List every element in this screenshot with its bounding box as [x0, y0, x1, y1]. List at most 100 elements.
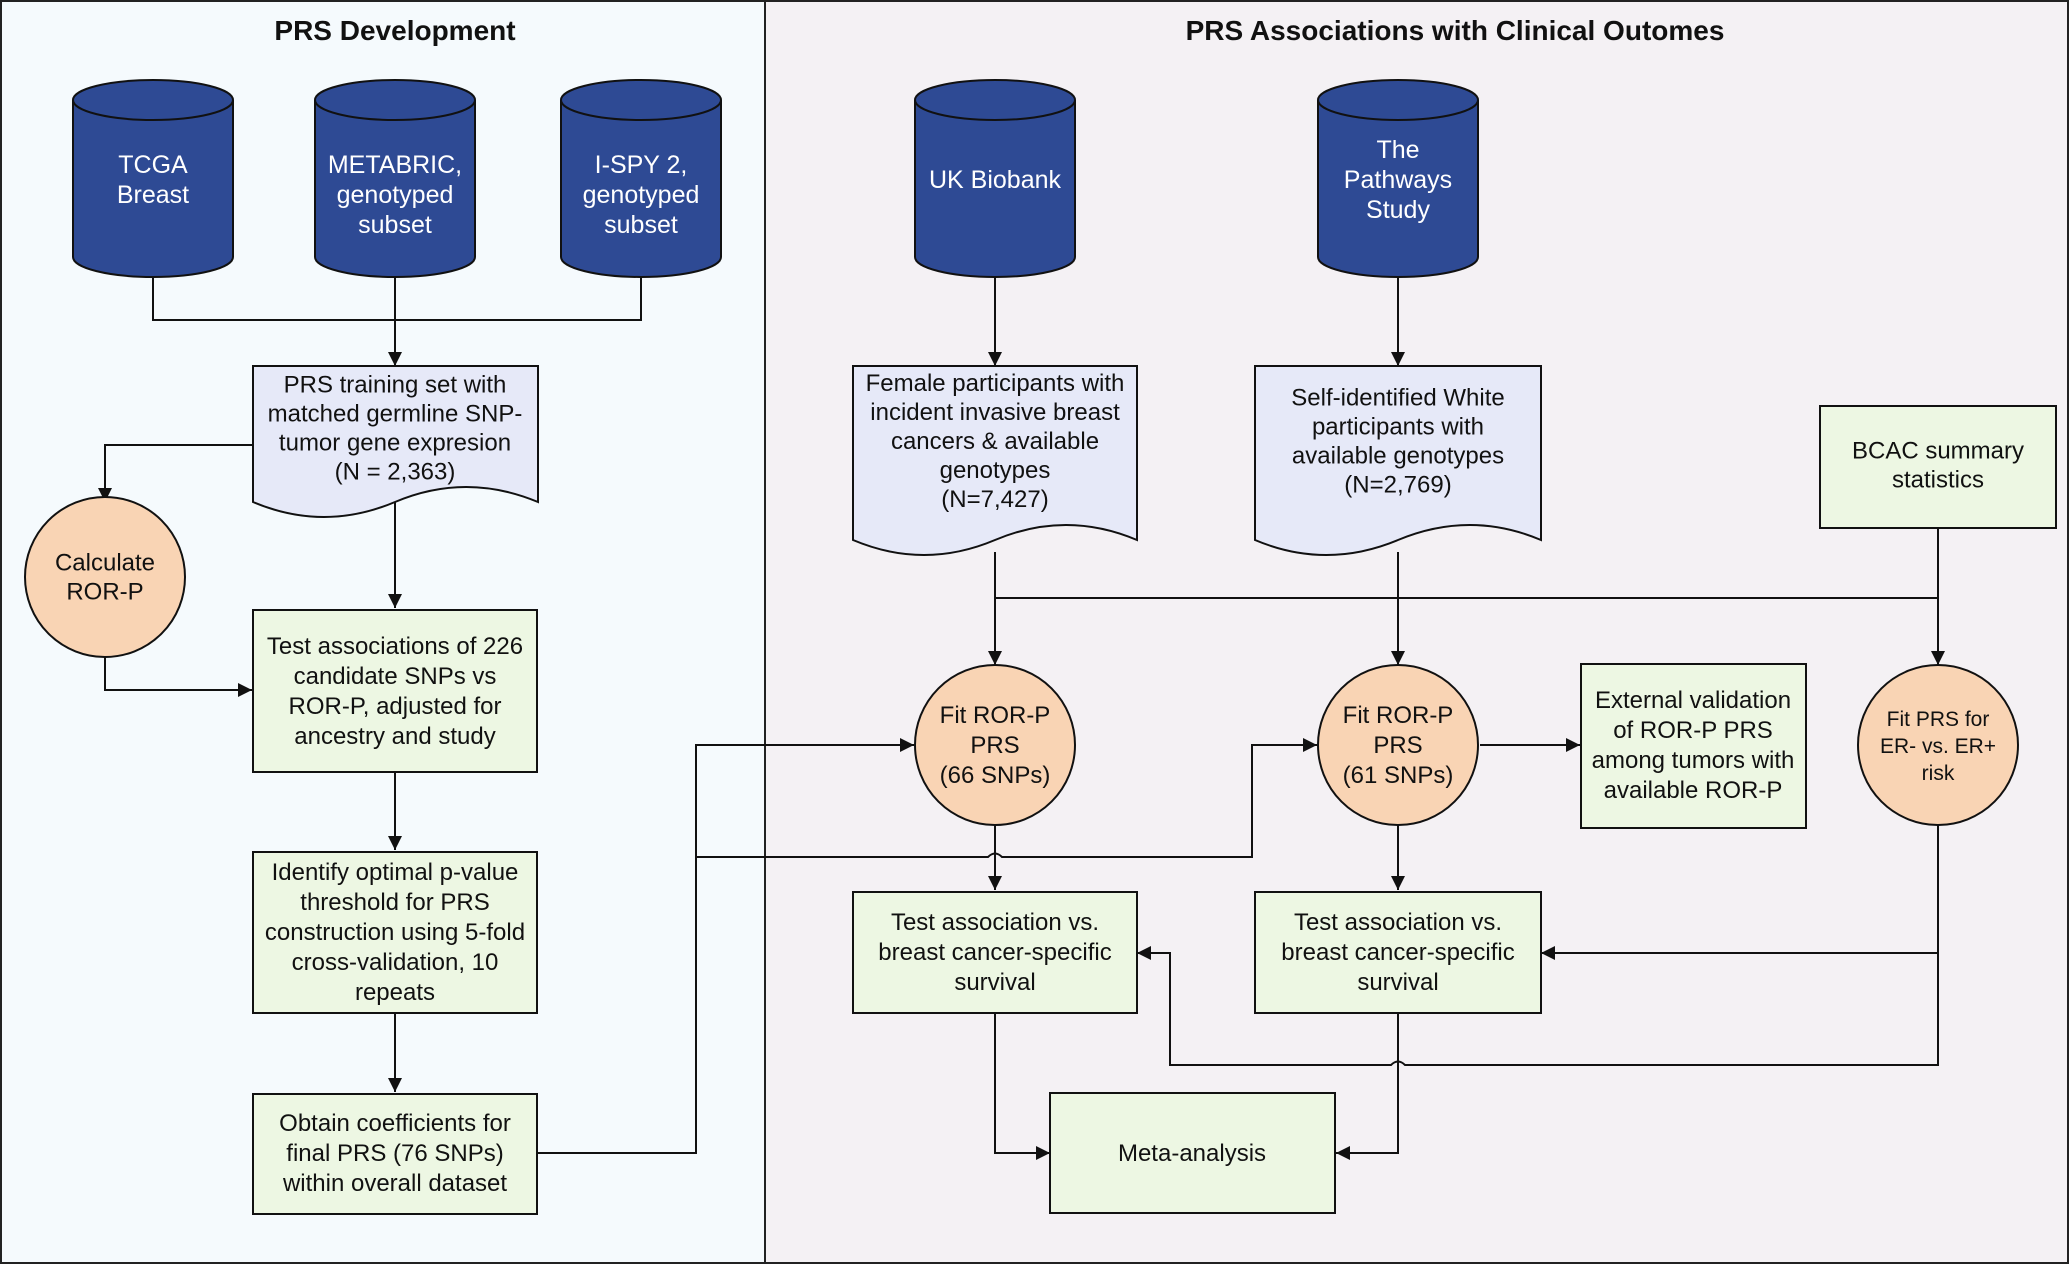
bcac-line: statistics: [1892, 467, 1984, 494]
female-line: genotypes: [940, 457, 1051, 484]
calc-rorp-line: Calculate: [55, 550, 155, 577]
test226-line: Test associations of 226: [267, 633, 523, 660]
uk-biobank-database: UK Biobank: [914, 79, 1076, 278]
edge-surv1-meta: [994, 1013, 1050, 1160]
obtain-line: Obtain coefficients for: [279, 1110, 511, 1137]
female-line: incident invasive breast: [870, 399, 1120, 426]
extval-line: of ROR-P PRS: [1613, 717, 1773, 744]
surv1-line: Test association vs.: [891, 909, 1099, 936]
fit66-line: (66 SNPs): [940, 762, 1051, 789]
extval-line: External validation: [1595, 687, 1791, 714]
training-line: tumor gene expresion: [279, 430, 511, 457]
identify-line: Identify optimal p-value: [272, 859, 519, 886]
fit61-line: Fit ROR-P: [1343, 702, 1454, 729]
fiter-line: risk: [1922, 762, 1955, 785]
identify-line: repeats: [355, 979, 435, 1006]
metabric-line: METABRIC,: [328, 151, 462, 179]
training-line: PRS training set with: [284, 372, 507, 399]
selfid-line: (N=2,769): [1344, 472, 1451, 499]
right-panel-title: PRS Associations with Clinical Outomes: [1186, 15, 1725, 46]
left-panel-title: PRS Development: [274, 15, 515, 46]
meta-analysis-box: Meta-analysis: [1049, 1092, 1336, 1214]
obtain-coefficients-box: Obtain coefficients for final PRS (76 SNP…: [252, 1093, 538, 1215]
identify-line: construction using 5-fold: [265, 919, 525, 946]
female-line: (N=7,427): [941, 486, 1048, 513]
extval-line: available ROR-P: [1604, 777, 1783, 804]
pathways-line: Study: [1366, 196, 1430, 224]
fit61-line: PRS: [1373, 732, 1422, 759]
edge-obtain-fit66: [538, 738, 914, 1154]
survival-test-label-ukb: Test association vs.breast cancer-specif…: [878, 909, 1111, 996]
identify-threshold-label: Identify optimal p-value threshold for PR…: [265, 859, 525, 1006]
meta-line: Meta-analysis: [1118, 1140, 1266, 1167]
identify-threshold-box: Identify optimal p-value threshold for PR…: [252, 851, 538, 1014]
survival-test-box-ukb: Test association vs.breast cancer-specif…: [852, 891, 1138, 1014]
test226-line: ancestry and study: [294, 723, 495, 750]
survival-test-box-pathways: Test association vs. breast cancer-specif…: [1254, 891, 1542, 1014]
identify-line: cross-validation, 10: [292, 949, 499, 976]
tcga-line: Breast: [117, 181, 189, 209]
survival-test-label-pathways: Test association vs. breast cancer-specif…: [1281, 909, 1514, 996]
training-line: matched germline SNP-: [268, 401, 523, 428]
surv2-line: Test association vs.: [1294, 909, 1502, 936]
pathways-line: Pathways: [1344, 166, 1452, 194]
metabric-line: genotyped: [337, 181, 454, 209]
ispy-line: subset: [604, 211, 678, 239]
selfid-line: Self-identified White: [1291, 385, 1504, 412]
selfid-line: available genotypes: [1292, 443, 1504, 470]
fit-ror-p-prs-66-circle: Fit ROR-P PRS (66 SNPs): [914, 664, 1076, 826]
fit66-line: PRS: [970, 732, 1019, 759]
fit-66-label: Fit ROR-P PRS (66 SNPs): [940, 702, 1051, 789]
edge-surv2-meta: [1336, 1013, 1399, 1160]
identify-line: threshold for PRS: [300, 889, 489, 916]
fit-61-label: Fit ROR-P PRS (61 SNPs): [1343, 702, 1454, 789]
test226-line: ROR-P, adjusted for: [289, 693, 502, 720]
edge-tcga-merge: [152, 272, 642, 321]
selfid-line: participants with: [1312, 414, 1484, 441]
surv2-line: breast cancer-specific: [1281, 939, 1514, 966]
uk-biobank-label: UK Biobank: [929, 166, 1062, 194]
fit-ror-p-prs-61-circle: Fit ROR-P PRS (61 SNPs): [1317, 664, 1479, 826]
fiter-line: Fit PRS for: [1887, 708, 1990, 731]
test226-line: candidate SNPs vs: [294, 663, 497, 690]
calc-rorp-line: ROR-P: [66, 579, 143, 606]
fit61-line: (61 SNPs): [1343, 762, 1454, 789]
test-226-label: Test associations of 226 candidate SNPs v…: [267, 633, 523, 750]
edge-obtain-fit61: [696, 738, 1317, 858]
pathways-line: The: [1376, 136, 1419, 164]
test-226-snps-box: Test associations of 226 candidate SNPs v…: [252, 609, 538, 773]
female-line: cancers & available: [891, 428, 1099, 455]
obtain-coefficients-label: Obtain coefficients for final PRS (76 SNP…: [279, 1110, 511, 1197]
obtain-line: final PRS (76 SNPs): [286, 1140, 503, 1167]
surv2-line: survival: [1357, 969, 1438, 996]
female-line: Female participants with: [866, 370, 1125, 397]
tcga-line: TCGA: [118, 151, 188, 179]
ispy-line: genotyped: [583, 181, 700, 209]
fiter-line: ER- vs. ER+: [1880, 735, 1996, 758]
ukb-line: UK Biobank: [929, 166, 1062, 194]
fit66-line: Fit ROR-P: [940, 702, 1051, 729]
meta-analysis-label: Meta-analysis: [1118, 1140, 1266, 1167]
metabric-line: subset: [358, 211, 432, 239]
